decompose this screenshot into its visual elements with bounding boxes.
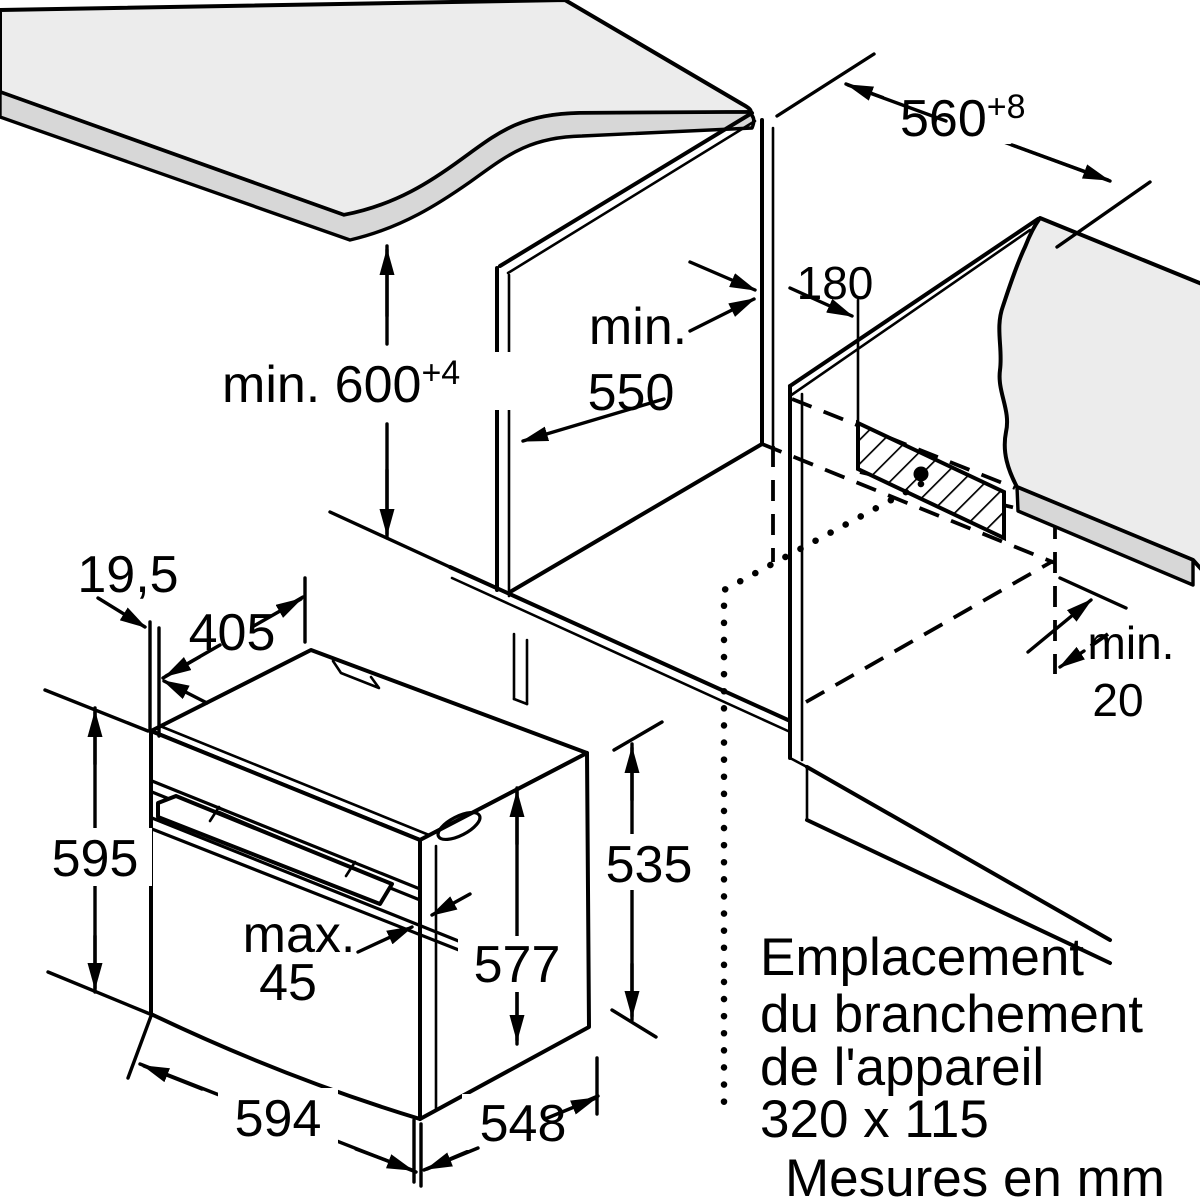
dimension-connection-offset-180: 180 [688, 257, 874, 318]
connection-note-line1: Emplacement [760, 928, 1084, 987]
right-cabinet [788, 217, 1112, 965]
dim-label-19-5: 19,5 [77, 546, 178, 604]
worktop-right-surface [997, 216, 1200, 571]
dimension-niche-height-600: min. 600+4 [214, 244, 512, 570]
dim-label-577: 577 [474, 936, 561, 994]
dimension-rear-clearance-20: min. 20 [1026, 576, 1175, 726]
dim-label-180: 180 [797, 257, 874, 309]
oven-side-grip-slot [436, 810, 482, 842]
connection-note: Emplacement du branchement de l'appareil… [760, 928, 1143, 1149]
oven-door-handle [156, 794, 394, 906]
connection-hatch-box [856, 419, 1006, 542]
dimension-panel-recess-45: max. 45 [243, 892, 472, 1012]
dim-label-min: min. [589, 298, 687, 356]
dim-label-min: min. [1088, 617, 1175, 669]
worktop-right-edge-band [1015, 485, 1195, 587]
dim-label-max: max. [243, 906, 356, 964]
dim-label-595: 595 [52, 830, 139, 888]
dimension-front-overhang-19-5: 19,5 [77, 546, 209, 738]
worktop-right [997, 216, 1200, 587]
dim-label-20: 20 [1092, 674, 1143, 726]
dim-label-405: 405 [189, 604, 276, 662]
dim-label-535: 535 [606, 836, 693, 894]
dimension-top-depth-405: 405 [161, 576, 307, 680]
worktop-left-edge-band [0, 90, 756, 242]
dimension-front-height-595: 595 [38, 688, 152, 1016]
dim-label-560: 560+8 [900, 88, 1026, 148]
units-note: Mesures en mm [785, 1149, 1165, 1200]
oven [149, 648, 591, 1121]
dimension-body-depth-548: 548 [422, 1056, 600, 1172]
dim-label-548: 548 [480, 1095, 567, 1153]
dim-label-550: 550 [588, 364, 675, 422]
dimension-niche-front-depth-550: min. 550 [521, 297, 756, 443]
connection-note-line2: du branchement [760, 985, 1143, 1044]
connection-projection-dotted-line [720, 480, 925, 1110]
dim-label-min600: min. 600+4 [222, 354, 460, 414]
dimension-width-594: 594 [126, 1014, 423, 1188]
worktop-left [0, 0, 756, 242]
connection-note-line4: 320 x 115 [760, 1090, 989, 1149]
dimension-rear-height-535: 535 [590, 720, 708, 1039]
dim-label-45: 45 [259, 954, 317, 1012]
connection-area [720, 298, 1017, 1110]
connection-note-line3: de l'appareil [760, 1038, 1044, 1097]
dimension-body-height-577: 577 [458, 786, 576, 1046]
dim-label-594: 594 [235, 1090, 322, 1148]
niche-cabinet [448, 111, 790, 733]
connection-point-dot [913, 466, 929, 482]
dimension-niche-depth-560: 560+8 [775, 52, 1152, 249]
